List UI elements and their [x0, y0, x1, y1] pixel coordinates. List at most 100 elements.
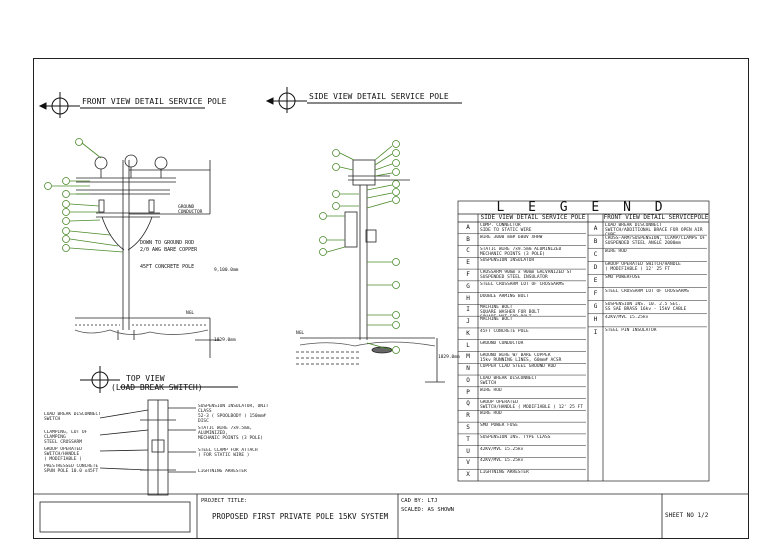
- scaled: SCALED: AS SHOWN: [401, 507, 454, 513]
- legend-row-lines: [458, 233, 707, 470]
- front-pole-drawing: [74, 154, 220, 358]
- legend-right-row-key: F: [593, 290, 598, 298]
- side-view-title: SIDE VIEW DETAIL SERVICE POLE: [309, 92, 449, 101]
- legend-left-row-text: GROUND CONDUCTOR: [480, 340, 524, 346]
- legend-left-row-text: SUSPENSION INSULATOR: [480, 258, 535, 264]
- legend-left-row-key: M: [466, 353, 470, 361]
- legend-left-row-key: U: [466, 447, 470, 455]
- legend-left-row-key: S: [466, 424, 470, 432]
- legend-left-row-key: L: [466, 341, 470, 349]
- front-pole-label: 45FT CONCRETE POLE: [140, 264, 195, 270]
- legend-right-row-key: I: [593, 329, 598, 337]
- legend-right-row-key: D: [593, 263, 598, 271]
- ground-conductor-label: GROUND CONDUCTOR: [178, 205, 203, 215]
- legend-left-row-text: WIRE 3000 mm# 600V XHHW: [480, 234, 543, 240]
- top-label-static-wire: STATIC WIRE 7x9.5mm, ALUMINIZED, MECHANI…: [198, 426, 264, 441]
- legend-left-row-text: LOAD BREAK DISCONNECT SWITCH: [480, 376, 537, 387]
- legend-left-row-text: STATIC WIRE 7x9.5mm ALUMINIZED MECHANIC …: [480, 246, 562, 257]
- top-label-arrester: LIGHTNING ARRESTER: [198, 469, 247, 474]
- legend-right-row-text: STEEL PIN INSULATOR: [605, 327, 657, 333]
- front-view-title: FRONT VIEW DETAIL SERVICE POLE: [82, 97, 227, 106]
- legend-left-row-text: WIRE ROD: [480, 387, 502, 393]
- project-title: PROPOSED FIRST PRIVATE POLE 15KV SYSTEM: [212, 512, 389, 521]
- side-callouts: [319, 140, 400, 354]
- top-view-drawing: [99, 399, 196, 496]
- front-callouts: [44, 138, 124, 253]
- front-depth-dim: 1829.0mm: [214, 338, 236, 343]
- legend-right-row-text: WIRE ROD: [605, 249, 627, 255]
- cad-by: CAD BY: LTJ: [401, 498, 438, 504]
- legend-left-row-key: H: [466, 294, 470, 302]
- top-label-suspension: SUSPENSION INSULATOR, UNIT CLASS 52-3 ( …: [198, 404, 269, 424]
- side-view-marker: [265, 87, 462, 113]
- legend-left-row-key: C: [466, 247, 470, 255]
- legend-left-row-key: F: [466, 270, 470, 278]
- legend-left-row-text: 42KV/MVL 15.25kv: [480, 446, 524, 452]
- legend-right-row-text: CROSS-ARM/SUSPENSION, CLAMP/CLAMPS OF SU…: [605, 236, 706, 247]
- down-to-ground-label: DOWN TO GROUND ROD: [140, 240, 195, 246]
- legend-left-row-key: X: [466, 471, 470, 479]
- side-pole-drawing: [296, 159, 445, 383]
- top-view-title: TOP VIEW: [126, 374, 165, 383]
- legend-left-row-key: N: [466, 365, 470, 373]
- legend-title: L E G E N D: [496, 200, 671, 215]
- legend-left-row-text: COMP. CONNECTOR SIDE TO STATIC WIRE: [480, 223, 532, 233]
- legend-left-row-key: P: [466, 388, 470, 396]
- title-block-lines: [33, 493, 749, 539]
- legend-left-row-key: R: [466, 412, 470, 420]
- legend-left-row-text: GROUND WIRE W/ BARE COPPER 15kv RUNNING …: [480, 352, 562, 363]
- legend-col2-header: FRONT VIEW DETAIL SERVICEPOLE: [603, 214, 709, 221]
- legend-left-row-text: MACHINE BOLT SQUARE WASHER FOR BOLT SQUA…: [480, 305, 540, 316]
- legend-left-row-key: B: [466, 235, 470, 243]
- legend-left-row-key: J: [466, 318, 470, 326]
- front-view-marker: [38, 92, 205, 118]
- top-label-switch: LOAD BREAK DISCONNECT SWITCH: [44, 412, 101, 422]
- legend-left-row-key: Q: [466, 400, 470, 408]
- front-height-dim: 9,100.0mm: [214, 268, 239, 273]
- legend-right-row-key: B: [593, 237, 598, 245]
- front-ngl-label: NGL: [186, 311, 195, 316]
- bare-copper-label: 2/0 AWG BARE COPPER: [140, 247, 198, 253]
- legend-right-row-text: STEEL CROSSARM LOT OF CROSSARMS: [605, 288, 689, 294]
- legend-left-row-text: LIGHTNING ARRESTER: [480, 470, 529, 476]
- top-view-marker: [80, 366, 238, 393]
- legend-right-row-text: GROUP OPERATED SWITCH/HANDLE ( MODIFIABL…: [605, 262, 681, 273]
- legend-left-row-text: MACHINE BOLT: [480, 317, 513, 323]
- project-title-label: PROJECT TITLE:: [201, 498, 248, 504]
- top-label-steel-clamp: STEEL CLAMP FOR ATTACH ( FOR STATIC WIRE…: [198, 448, 258, 458]
- legend-left-row-text: STEEL CROSSARM LOT OF CROSSARMS: [480, 281, 564, 287]
- legend-table: [457, 200, 710, 482]
- legend-right-row-text: LOAD BREAK DISCONNECT SWITCH/ADDITIONAL …: [605, 223, 703, 235]
- legend-left-row-text: SUSPENSION INS. TYPE CLASS: [480, 434, 551, 440]
- top-label-group-switch: GROUP OPERATED SWITCH/HANDLE ( MODIFIABL…: [44, 447, 82, 462]
- legend-right-row-text: SMU POWERFUSE: [605, 275, 641, 281]
- legend-right-row-key: A: [593, 224, 598, 232]
- legend-left-row-text: 42KV/MVL 15.25kv: [480, 458, 524, 464]
- legend-left-row-text: GROUP OPERATED SWITCH/HANDLE ( MODIFIABL…: [480, 399, 583, 410]
- legend-right-row-key: H: [593, 316, 598, 324]
- side-ngl-label: NGL: [296, 331, 305, 336]
- legend-col1-header: SIDE VIEW DETAIL SERVICE POLE: [480, 214, 586, 221]
- top-view-subtitle: (LOAD BREAK SWITCH): [111, 383, 203, 392]
- top-label-clamping: CLAMPING, LOT OF CLAMPING STEEL CROSSARM: [44, 430, 88, 445]
- legend-right-row-text: 42KV/MVL 15.25kv: [605, 314, 649, 320]
- legend-left-row-key: I: [466, 306, 470, 314]
- legend-left-row-text: WIRE ROD: [480, 411, 502, 417]
- legend-left-row-text: COPPER CLAD STEEL GROUND ROD: [480, 364, 556, 370]
- legend-right-row-key: E: [593, 277, 598, 284]
- legend-left-row-text: SMU POWER FUSE: [480, 423, 518, 429]
- legend-left-row-text: 45FT CONCRETE POLE: [480, 328, 529, 334]
- top-label-concrete-pole: PRESTRESSED CONCRETE SPUN POLE 10.0 x45F…: [44, 464, 99, 474]
- legend-left-row-key: O: [466, 376, 470, 384]
- legend-left-row-key: K: [466, 329, 470, 337]
- drawing-frame: [33, 58, 749, 539]
- legend-right-row-key: C: [593, 250, 598, 258]
- side-depth-dim: 1829.0mm: [438, 355, 460, 360]
- legend-left-row-key: T: [466, 435, 470, 443]
- legend-right-row-text: SUSPENSION INS. 10. 2.5 SEC. SS SAE BRAS…: [605, 301, 687, 312]
- legend-left-row-key: A: [466, 223, 470, 231]
- legend-left-row-key: E: [466, 259, 470, 267]
- legend-right-row-key: G: [593, 303, 598, 311]
